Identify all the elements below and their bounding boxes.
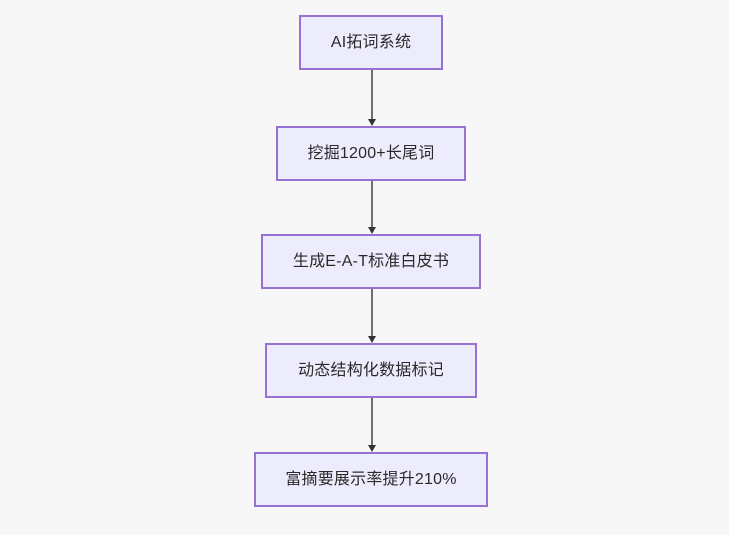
- edge-connector: [368, 398, 376, 452]
- flow-node-mine-longtail[interactable]: 挖掘1200+长尾词: [276, 126, 466, 181]
- flow-node-label: 挖掘1200+长尾词: [307, 144, 435, 162]
- edge-connector: [368, 289, 376, 343]
- arrow-head-icon: [368, 227, 376, 234]
- edge-line: [371, 398, 373, 446]
- flow-node-rich-snippet-result[interactable]: 富摘要展示率提升210%: [254, 452, 488, 507]
- edge-connector: [368, 70, 376, 126]
- flow-node-generate-eat-whitepaper[interactable]: 生成E-A-T标准白皮书: [261, 234, 481, 289]
- flow-node-label: 动态结构化数据标记: [298, 361, 444, 379]
- flow-node-dynamic-structured-data[interactable]: 动态结构化数据标记: [265, 343, 477, 398]
- arrow-head-icon: [368, 336, 376, 343]
- edge-line: [371, 289, 373, 337]
- flow-node-label: 生成E-A-T标准白皮书: [292, 252, 450, 270]
- arrow-head-icon: [368, 119, 376, 126]
- flow-node-ai-keyword-system[interactable]: AI拓词系统: [299, 15, 443, 70]
- edge-line: [371, 181, 373, 228]
- flow-node-label: 富摘要展示率提升210%: [285, 470, 457, 488]
- edge-line: [371, 70, 373, 120]
- edge-connector: [368, 181, 376, 234]
- arrow-head-icon: [368, 445, 376, 452]
- flow-node-label: AI拓词系统: [330, 33, 412, 51]
